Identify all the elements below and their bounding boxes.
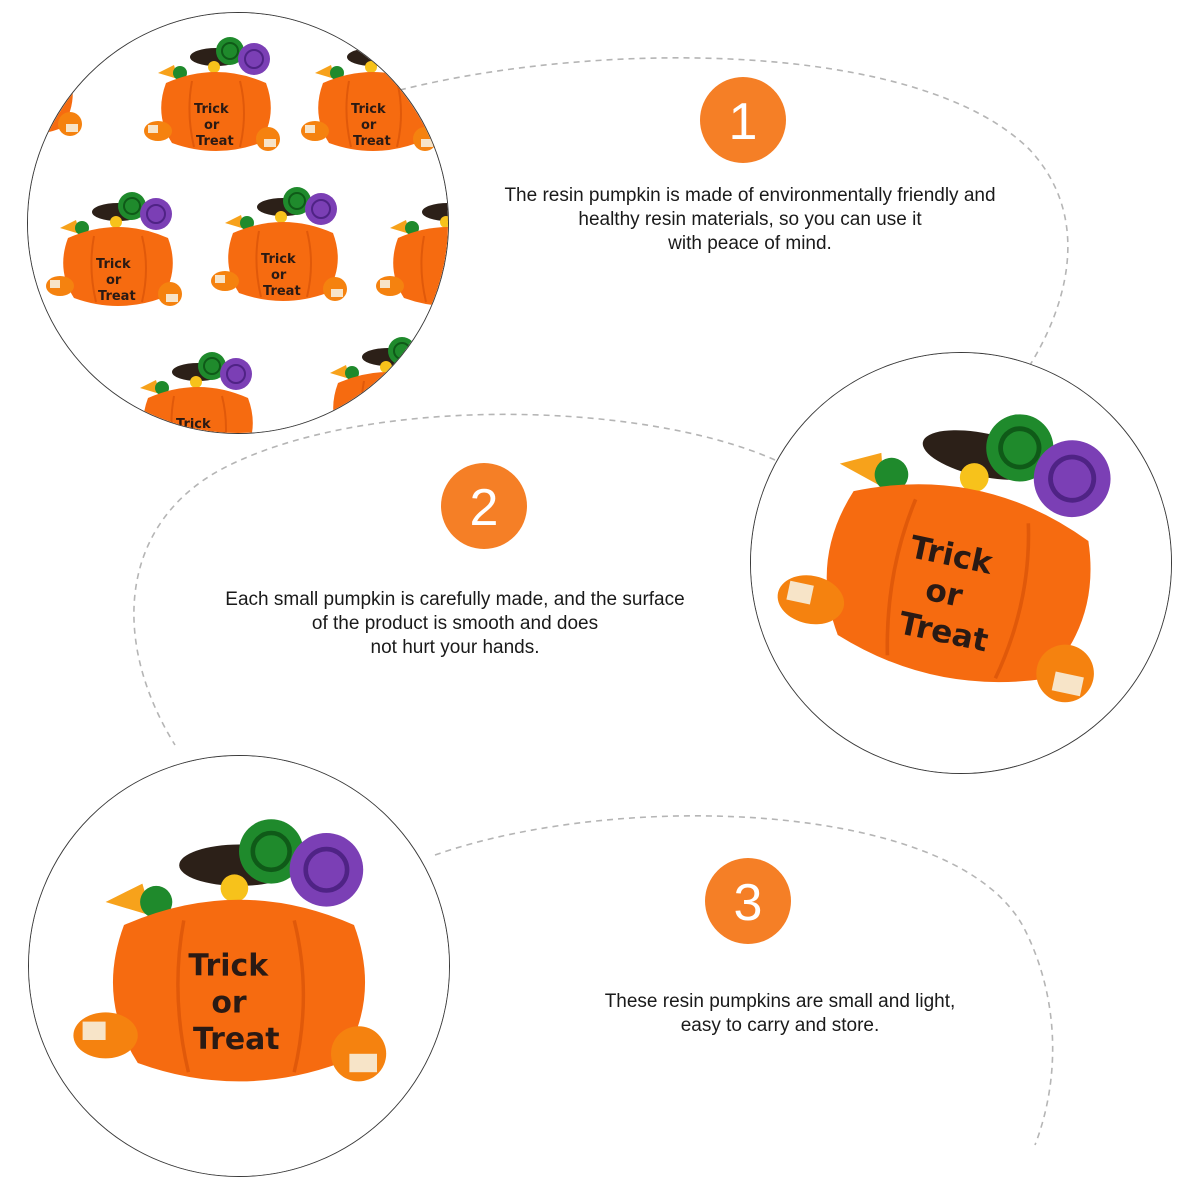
pumpkin-label-trick: Trick [188,949,269,984]
svg-text:Treat: Treat [263,284,301,299]
feature-description-3: These resin pumpkins are small and light… [480,990,1080,1038]
svg-text:or: or [361,118,377,133]
feature-number-badge-3: 3 [705,858,791,944]
feature-3-line-2: easy to carry and store. [680,1015,880,1036]
feature-description-2: Each small pumpkin is carefully made, an… [155,588,755,660]
feature-description-1: The resin pumpkin is made of environment… [450,184,1050,256]
svg-text:or: or [271,268,287,283]
pumpkin-label-or: or [211,985,247,1020]
feature-number-1: 1 [729,93,758,151]
feature-number-badge-2: 2 [441,463,527,549]
pumpkin-label-treat: Treat [193,1022,280,1057]
dashed-arc-middle [133,413,776,746]
feature-1-line-2: healthy resin materials, so you can use … [578,209,922,230]
svg-text:Trick: Trick [351,102,386,117]
svg-text:or: or [204,118,220,133]
dashed-arc-bottom [434,815,1054,1146]
svg-text:Treat: Treat [98,289,136,304]
svg-text:Treat: Treat [196,134,234,149]
product-photo-group: Trick or Treat Trick or Treat Trick or T… [27,12,449,434]
pumpkin-label-or: or [922,572,966,615]
dashed-arc-top [399,57,1069,366]
feature-number-3: 3 [734,874,763,932]
product-photo-tilted: Trick or Treat [750,352,1172,774]
svg-text:or: or [106,273,122,288]
feature-3-line-1: These resin pumpkins are small and light… [604,991,956,1012]
feature-1-line-1: The resin pumpkin is made of environment… [504,185,996,206]
svg-text:Trick: Trick [261,252,296,267]
svg-text:Trick: Trick [96,257,131,272]
product-photo-upright: Trick or Treat [28,755,450,1177]
feature-2-line-2: of the product is smooth and does [311,613,599,634]
feature-2-line-1: Each small pumpkin is carefully made, an… [225,589,685,610]
feature-1-line-3: with peace of mind. [668,233,832,254]
svg-text:Treat: Treat [353,134,391,149]
feature-2-line-3: not hurt your hands. [370,637,540,658]
feature-number-2: 2 [470,479,499,537]
svg-text:Trick: Trick [194,102,229,117]
feature-number-badge-1: 1 [700,77,786,163]
